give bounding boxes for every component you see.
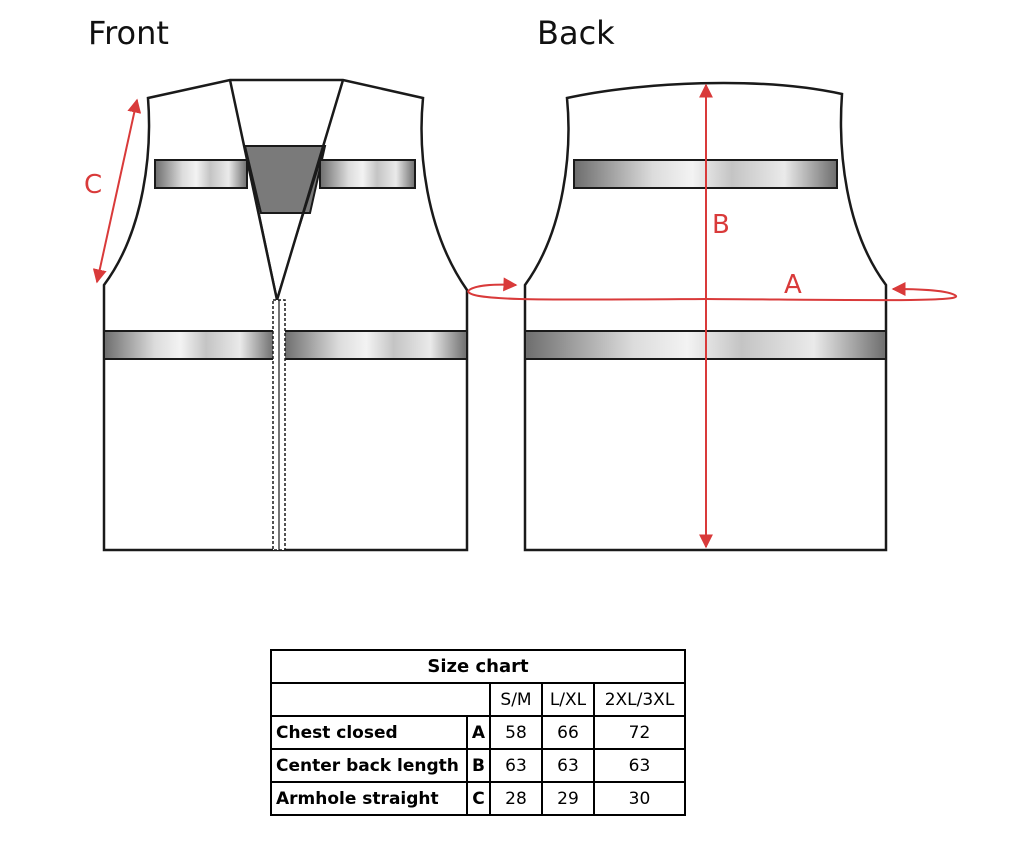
measurement-label: Armhole straight: [270, 781, 468, 816]
size-header: S/M: [489, 682, 543, 717]
measurement-value: 28: [489, 781, 543, 816]
dimension-c-label: C: [84, 170, 102, 200]
front-lower-band-right: [283, 330, 468, 360]
dimension-a-label: A: [784, 270, 802, 300]
dimension-b: B: [699, 83, 730, 549]
size-header-row: S/M L/XL 2XL/3XL: [270, 682, 686, 717]
front-upper-band-left: [154, 159, 248, 189]
measurement-value: 63: [593, 748, 686, 783]
measurement-value: 29: [541, 781, 595, 816]
table-row: Armhole straight C 28 29 30: [270, 781, 686, 816]
front-inner-v: [244, 145, 326, 301]
front-upper-band-right: [319, 159, 416, 189]
measurement-key: C: [466, 781, 491, 816]
dimension-b-label: B: [712, 210, 730, 240]
front-view-label: Front: [88, 14, 169, 52]
measurement-key: B: [466, 748, 491, 783]
vest-technical-drawing: C B A: [84, 78, 958, 552]
measurement-value: 58: [489, 715, 543, 750]
measurement-value: 30: [593, 781, 686, 816]
dimension-a: A: [467, 270, 958, 302]
size-header: L/XL: [541, 682, 595, 717]
size-chart-table: Size chart S/M L/XL 2XL/3XL Chest closed…: [270, 649, 686, 816]
size-header: 2XL/3XL: [593, 682, 686, 717]
table-row: Chest closed A 58 66 72: [270, 715, 686, 750]
table-row: Center back length B 63 63 63: [270, 748, 686, 783]
front-vest: [102, 78, 469, 552]
back-view-label: Back: [537, 14, 615, 52]
measurement-key: A: [466, 715, 491, 750]
measurement-value: 63: [541, 748, 595, 783]
size-header-blank: [270, 682, 491, 717]
measurement-label: Center back length: [270, 748, 468, 783]
measurement-label: Chest closed: [270, 715, 468, 750]
measurement-value: 66: [541, 715, 595, 750]
measurement-value: 72: [593, 715, 686, 750]
front-neck-panel: [243, 145, 327, 214]
size-chart-title: Size chart: [270, 649, 686, 684]
dimension-c: C: [84, 98, 142, 284]
front-lower-band-left: [103, 330, 275, 360]
measurement-value: 63: [489, 748, 543, 783]
